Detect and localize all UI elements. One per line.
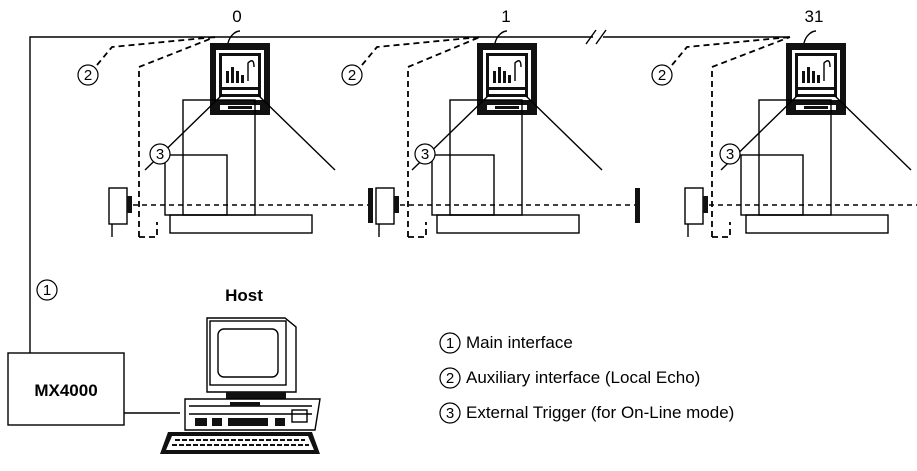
svg-text:3: 3	[156, 146, 164, 163]
svg-text:2: 2	[348, 67, 356, 84]
auxiliary-dashed-lines	[96, 36, 791, 238]
host-label: Host	[225, 286, 263, 305]
callout-3-scanner-31: 3	[719, 143, 741, 165]
svg-text:2: 2	[658, 67, 666, 84]
callout-1-main: 1	[36, 279, 58, 301]
callout-2-scanner-1: 2	[341, 64, 363, 86]
scanner-id-1: 1	[501, 7, 510, 26]
scanner-31-group	[684, 30, 917, 238]
legend-item-2: 2 Auxiliary interface (Local Echo)	[439, 367, 700, 389]
scanner-id-0: 0	[232, 7, 241, 26]
svg-text:3: 3	[421, 146, 429, 163]
svg-text:2: 2	[446, 370, 454, 387]
scanner-1-group	[375, 30, 641, 238]
legend-item-3: 3 External Trigger (for On-Line mode)	[439, 402, 734, 424]
svg-text:1: 1	[43, 282, 51, 299]
svg-text:2: 2	[84, 67, 92, 84]
mx4000-label: MX4000	[34, 381, 97, 400]
svg-text:1: 1	[446, 335, 454, 352]
callout-2-scanner-31: 2	[651, 64, 673, 86]
callout-3-scanner-0: 3	[149, 143, 171, 165]
callout-3-scanner-1: 3	[414, 143, 436, 165]
svg-text:3: 3	[446, 405, 454, 422]
legend: 1 Main interface 2 Auxiliary interface (…	[439, 332, 734, 424]
scanner-0-group	[108, 30, 374, 238]
svg-text:Auxiliary interface (Local Ech: Auxiliary interface (Local Echo)	[466, 368, 700, 387]
scanner-id-31: 31	[805, 7, 824, 26]
host-computer-icon	[160, 317, 321, 454]
callout-2-scanner-0: 2	[77, 64, 99, 86]
mx4000-controller: MX4000	[7, 352, 125, 426]
svg-text:External Trigger (for On-Line: External Trigger (for On-Line mode)	[466, 403, 734, 422]
svg-text:Main interface: Main interface	[466, 333, 573, 352]
svg-text:3: 3	[726, 146, 734, 163]
main-bus-line	[29, 29, 790, 353]
legend-item-1: 1 Main interface	[439, 332, 573, 354]
